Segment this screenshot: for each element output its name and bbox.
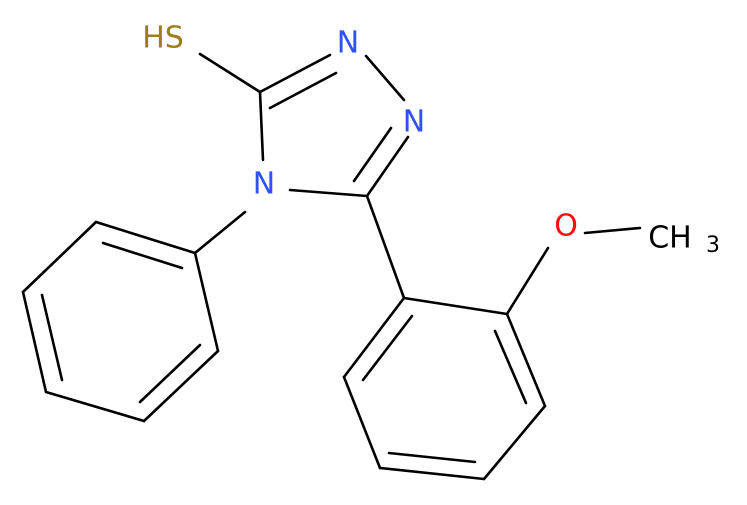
atom-n1: N — [403, 105, 425, 140]
atom-n2: N — [337, 26, 359, 61]
bond-n2-n1 — [364, 54, 406, 102]
bond-c5-aryl — [365, 194, 406, 300]
bond-ar6 — [342, 296, 406, 379]
atom-sh: HS — [142, 21, 184, 56]
bond-ph1-double — [101, 241, 184, 270]
bond-ar6-double — [361, 314, 414, 382]
atom-labels: HS N N N O CH 3 — [142, 21, 720, 259]
bond-ph4 — [44, 390, 146, 423]
bond-n4-c3 — [258, 90, 265, 162]
atom-n4: N — [253, 167, 275, 202]
atom-methyl: CH — [648, 221, 692, 256]
bond-c3-s — [198, 52, 262, 94]
bond-ph6 — [193, 251, 220, 353]
bond-ph5-double — [138, 343, 202, 404]
bond-ph1 — [94, 220, 197, 255]
bond-ph3 — [21, 290, 48, 394]
bond-c3-n2-double — [268, 71, 338, 110]
bond-o-ch3 — [583, 226, 642, 235]
bond-n4-phenyl — [193, 210, 247, 255]
bond-ph3-double — [40, 293, 64, 382]
bond-ar2-double — [493, 329, 528, 405]
atom-methyl-subscript: 3 — [706, 233, 720, 258]
atom-o: O — [554, 209, 578, 244]
bond-ar-o — [505, 246, 550, 316]
bond-ar4-double — [387, 451, 477, 464]
bond-ar5 — [342, 375, 382, 470]
bond-ar4 — [378, 466, 486, 481]
bond-ar1 — [402, 296, 509, 316]
bond-ar3 — [482, 404, 547, 481]
bond-c3-n2 — [258, 53, 332, 94]
bonds — [21, 52, 642, 481]
bond-ph2 — [21, 220, 98, 294]
bond-n1-c5 — [365, 135, 410, 198]
bond-c5-n4 — [288, 188, 369, 198]
bond-n1-c5-double — [352, 126, 393, 183]
bond-ar2 — [505, 312, 547, 408]
bond-ph5 — [142, 349, 220, 423]
